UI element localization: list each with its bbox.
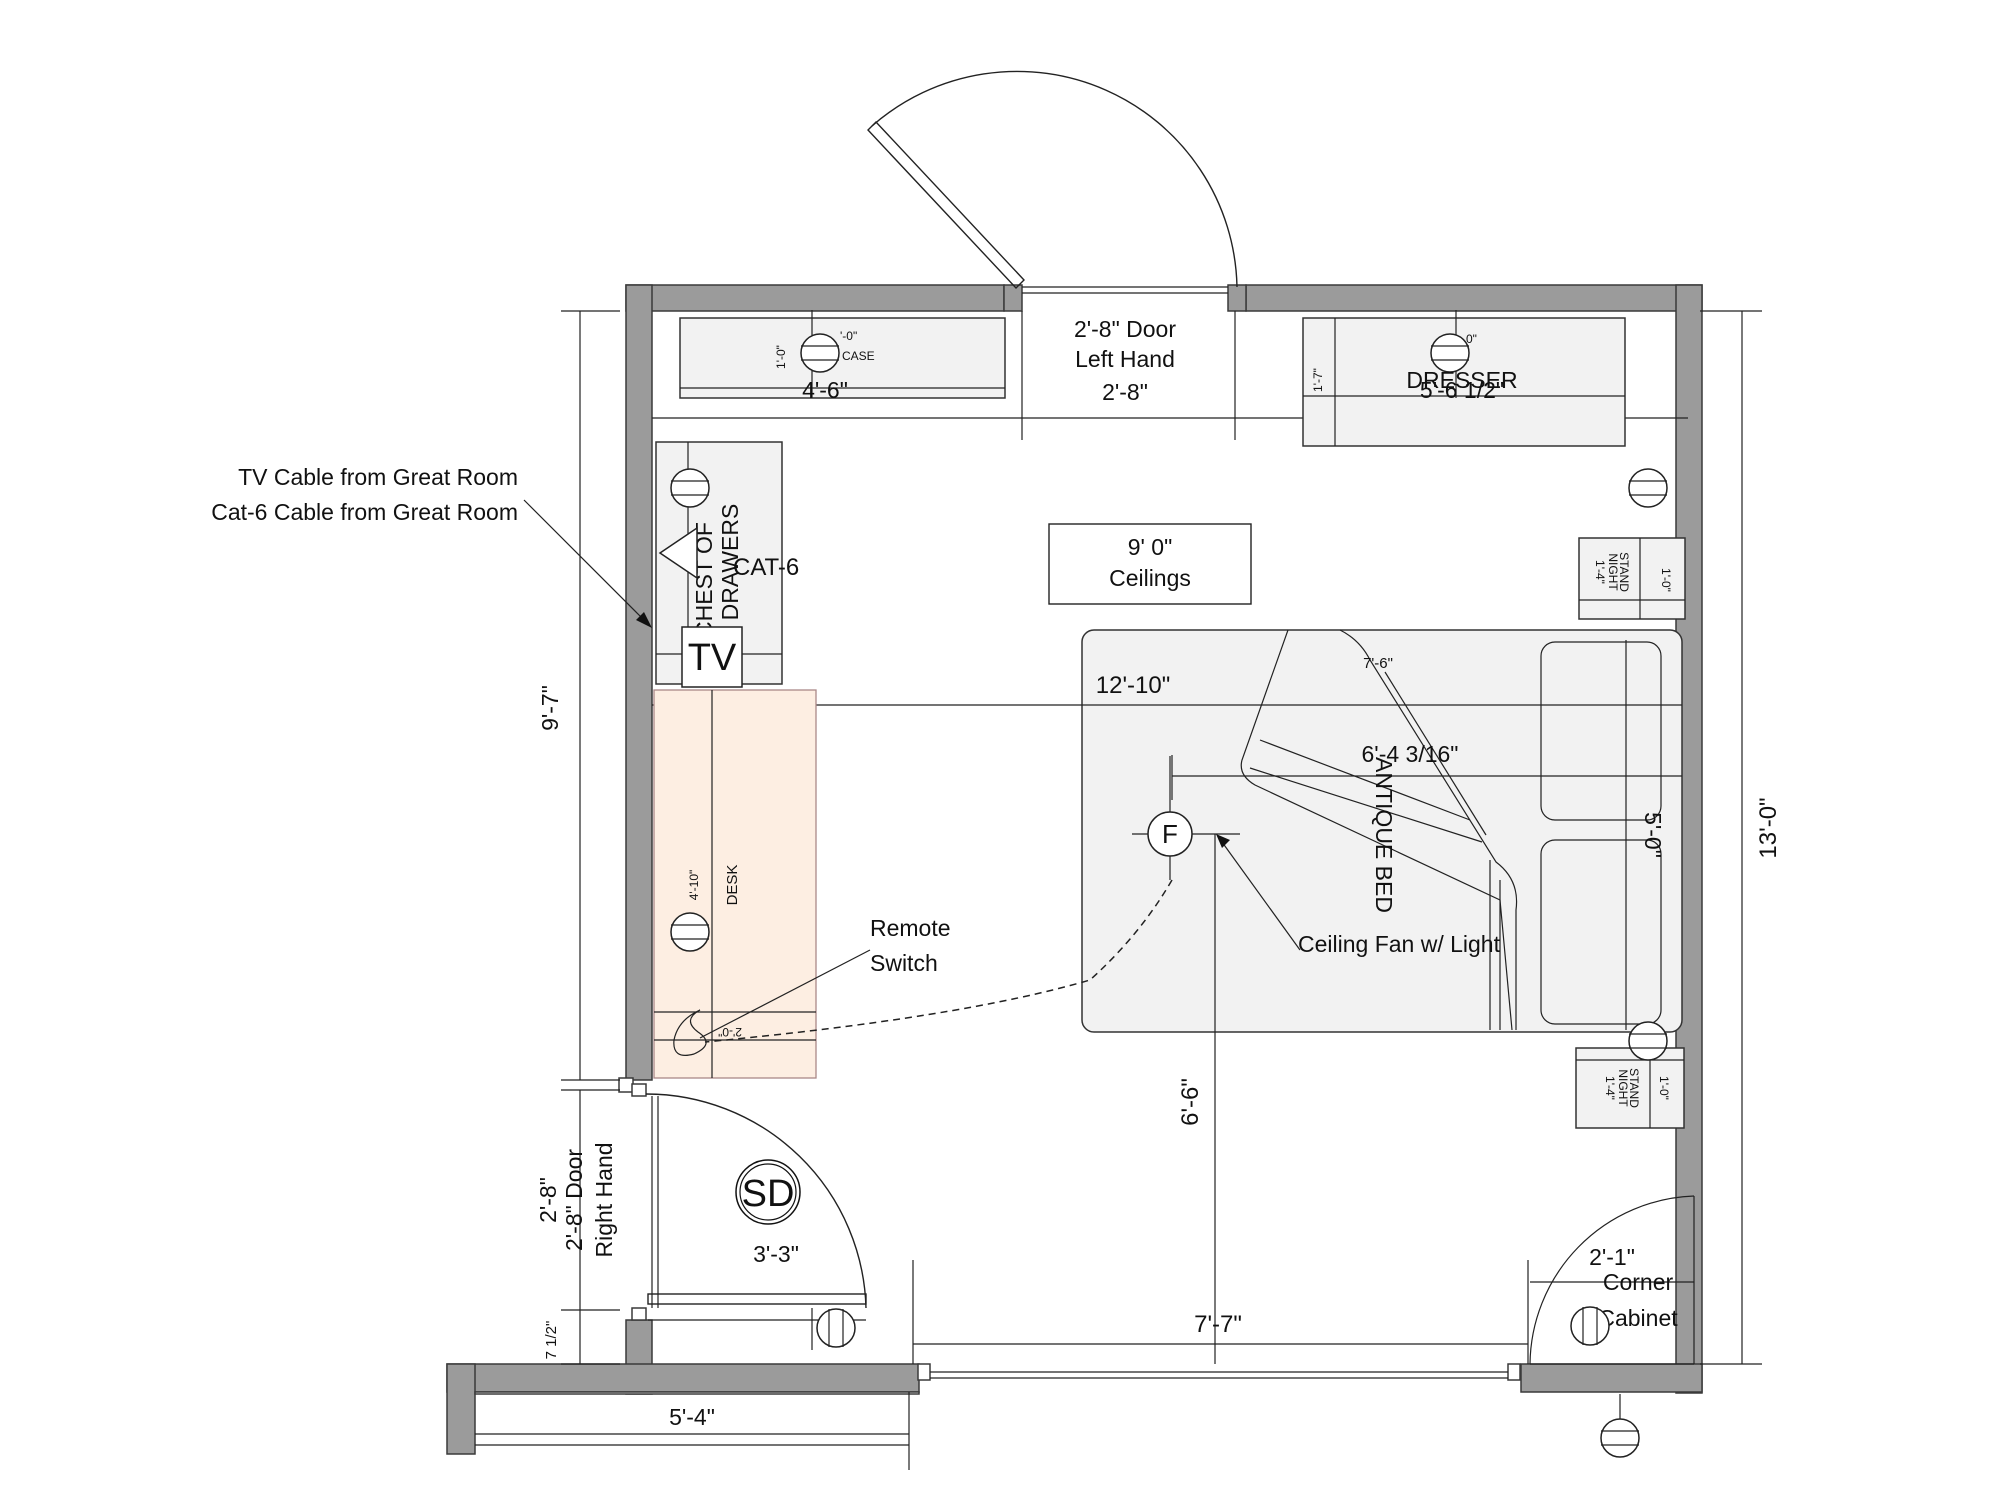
remote-switch-callout: Remote Switch <box>699 915 951 1039</box>
outlet-icon <box>670 912 710 952</box>
arrow-icon <box>1216 834 1230 848</box>
bed-length: 7'-6" <box>1363 655 1393 672</box>
dresser-label: DRESSER <box>1406 367 1517 393</box>
smoke-detector: SD <box>735 1159 801 1225</box>
nightstand-top-label1: NIGHT <box>1606 553 1620 591</box>
corner-cabinet: 2'-1" Corner Cabinet <box>1529 1195 1695 1365</box>
left-door-size2: 2'-8" Door <box>561 1149 587 1251</box>
bed-label: ANTIQUE BED <box>1371 757 1397 913</box>
bookcase: '-0" CASE 1'-0" 4'-6" <box>679 310 1006 403</box>
corner-cabinet-line2: Cabinet <box>1598 1305 1678 1331</box>
nightstand-bottom-label2: STAND <box>1627 1068 1641 1108</box>
antique-bed: 7'-6" 6'-4 3/16" 5'-0" ANTIQUE BED <box>1081 629 1683 1033</box>
arrow-icon <box>636 612 652 628</box>
desk-depth: 2'-0" <box>718 1025 742 1039</box>
top-door-width: 2'-8" <box>1102 379 1148 405</box>
nightstand-top-dim2: 1'-0" <box>1659 568 1673 592</box>
desk-label: DESK <box>724 865 741 906</box>
remote-switch-line2: Switch <box>870 950 938 976</box>
outlet-icon <box>1570 1306 1610 1346</box>
room-depth: 13'-0" <box>1755 797 1782 858</box>
bookcase-label: CASE <box>842 349 875 363</box>
room-width: 12'-10" <box>1096 672 1170 699</box>
nightstand-top-label2: STAND <box>1617 552 1631 592</box>
bottom-opening-dim: 7'-7" <box>1194 1311 1242 1338</box>
callout-cat6-cable: Cat-6 Cable from Great Room <box>211 499 518 525</box>
dresser-depth: 1'-7" <box>1311 368 1325 392</box>
bookcase-depth: 1'-0" <box>774 345 788 369</box>
top-door: 2'-8" Door Left Hand 2'-8" <box>652 70 1688 440</box>
chest-of-drawers: CHEST OF DRAWERS CAT-6 TV <box>655 441 799 688</box>
outlet-icon <box>1430 333 1470 373</box>
left-wall-dim: 9'-7" <box>537 685 563 731</box>
cat6-jack-icon <box>658 526 698 580</box>
nightstand-top-dim1: 1'-4" <box>1593 560 1607 584</box>
cable-callout: TV Cable from Great Room Cat-6 Cable fro… <box>211 464 652 628</box>
chest-label-2: DRAWERS <box>717 504 743 621</box>
switch-icon <box>673 1009 707 1056</box>
fan-symbol: F <box>1162 819 1178 849</box>
fan-callout: Ceiling Fan w/ Light <box>1298 931 1501 957</box>
fan-to-wall-dim: 6'-6" <box>1177 1078 1204 1126</box>
outlet-icon <box>1600 1418 1640 1458</box>
bed-width: 5'-0" <box>1640 812 1666 858</box>
remote-switch-line1: Remote <box>870 915 951 941</box>
bookcase-top-dim: '-0" <box>840 329 857 343</box>
ceiling-label: Ceilings <box>1109 565 1191 591</box>
room-width-dim: 12'-10" <box>652 672 1682 706</box>
dresser: 0" DRESSER 1'-7" 5'-6 1/2" <box>1302 310 1626 447</box>
cat6-label: CAT-6 <box>733 554 799 581</box>
desk-length: 4'-10" <box>687 870 701 901</box>
callout-tv-cable: TV Cable from Great Room <box>238 464 518 490</box>
outlet-icon <box>816 1308 856 1348</box>
outlet-icon <box>1628 468 1668 508</box>
corner-cabinet-line1: Corner <box>1603 1269 1674 1295</box>
corner-cabinet-dim: 2'-1" <box>1589 1244 1635 1270</box>
outlet-icon <box>1628 1021 1668 1061</box>
walls <box>446 284 1703 1455</box>
nightstand-bottom-dim2: 1'-0" <box>1657 1076 1671 1100</box>
ceiling-note: 9' 0" Ceilings <box>1048 523 1252 605</box>
left-door: 3'-3" <box>645 1093 867 1350</box>
ceiling-fan: F Ceiling Fan w/ Light 6'-6" <box>704 756 1501 1364</box>
left-door-offset: 7 1/2" <box>543 1321 560 1360</box>
outlet-top-right <box>1628 468 1668 508</box>
left-door-size1: 2'-8" <box>535 1177 561 1223</box>
nightstand-bottom-dim1: 1'-4" <box>1603 1076 1617 1100</box>
right-dimension: 13'-0" <box>1700 310 1782 1365</box>
left-door-swing: 3'-3" <box>753 1241 799 1267</box>
fan-icon <box>1147 811 1193 857</box>
outlet-icon <box>670 468 710 508</box>
nightstand-bottom-label1: NIGHT <box>1616 1069 1630 1107</box>
closet-width-dim: 5'-4" <box>669 1404 715 1430</box>
smoke-detector-icon <box>735 1159 801 1225</box>
smoke-detector-label: SD <box>742 1173 795 1215</box>
tv-label: TV <box>688 637 737 679</box>
dresser-length: 5'-6 1/2" <box>1420 377 1504 403</box>
dresser-top-dim: 0" <box>1466 332 1477 346</box>
outlet-bottom <box>1600 1394 1640 1458</box>
top-door-size: 2'-8" Door <box>1074 316 1176 342</box>
bed-center-dim: 6'-4 3/16" <box>1362 741 1459 767</box>
outlet-icon <box>800 333 840 373</box>
desk: 4'-10" DESK 2'-0" <box>653 689 817 1079</box>
ceiling-height: 9' 0" <box>1128 534 1173 560</box>
left-dimensions: 9'-7" 2'-8" 2'-8" Door Right Hand 7 1/2" <box>535 310 620 1365</box>
bottom-dimensions: 7'-7" 5'-4" <box>475 1260 1529 1470</box>
bookcase-length: 4'-6" <box>802 377 848 403</box>
left-door-hand: Right Hand <box>591 1142 617 1257</box>
nightstand-top: 1'-4" NIGHT STAND 1'-0" <box>1578 537 1686 620</box>
top-door-hand: Left Hand <box>1075 346 1175 372</box>
nightstand-bottom: 1'-4" NIGHT STAND 1'-0" <box>1575 1021 1685 1129</box>
